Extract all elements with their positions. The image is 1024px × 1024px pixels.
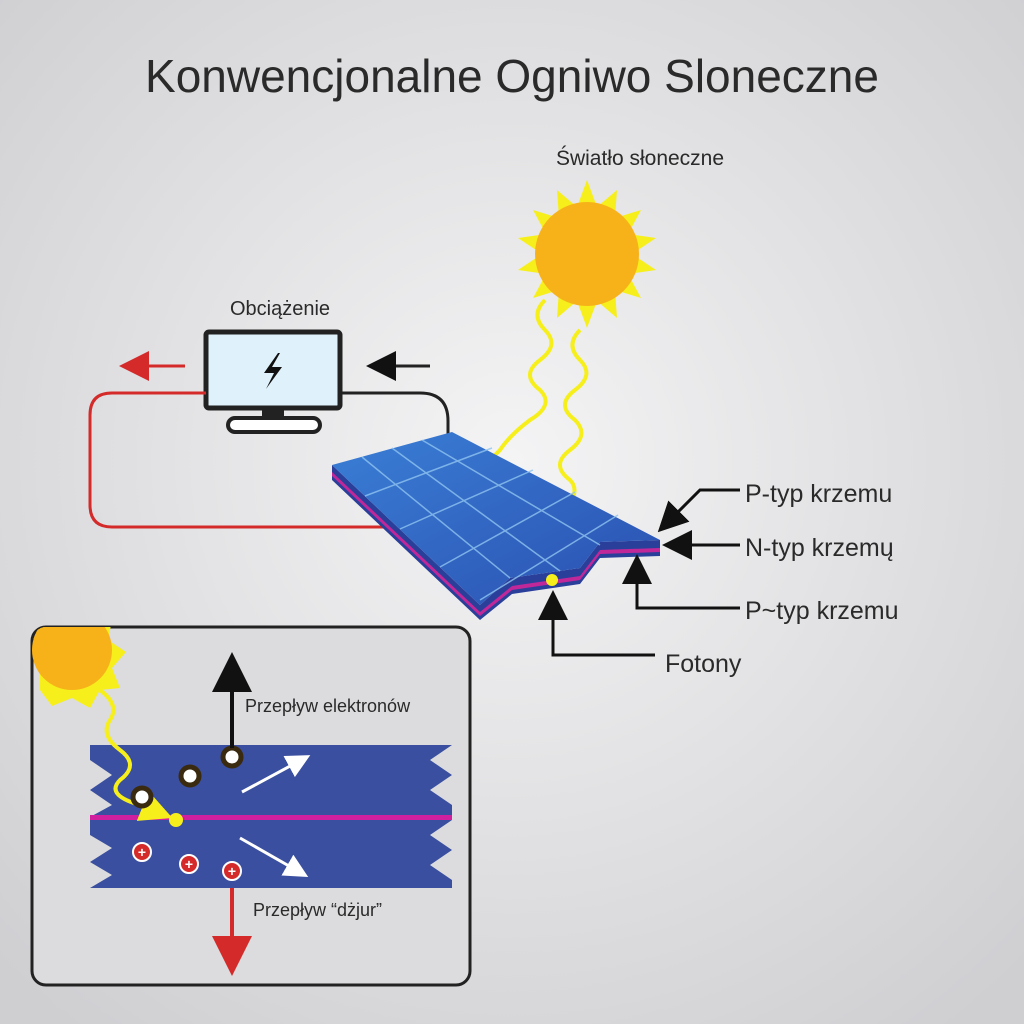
electron-flow-label: Przepływ elektronów <box>245 696 411 716</box>
electron-drift-arrow <box>241 755 311 794</box>
hole-flow-label: Przepływ “dżjur” <box>253 900 382 920</box>
black-wire <box>340 391 450 440</box>
n-layer <box>90 745 452 817</box>
sunlight-label: Światło słoneczne <box>556 146 724 170</box>
lightning-icon <box>264 353 282 389</box>
page-title: Konwencjonalne Ogniwo Sloneczne <box>145 50 879 102</box>
sun-icon <box>518 180 656 328</box>
svg-text:+: + <box>138 844 146 860</box>
p-type-top-label: P-typ krzemu <box>745 480 892 508</box>
solar-panel <box>332 432 660 620</box>
n-type-label: N-typ krzemų <box>745 534 894 562</box>
hole-drift-arrow <box>239 836 309 877</box>
photons-pointer <box>538 590 655 657</box>
inset-panel: + + + <box>30 625 472 987</box>
svg-text:+: + <box>185 856 193 872</box>
inset-sun-icon <box>32 627 126 708</box>
p-type-bottom-label: P~typ krzemu <box>745 597 899 625</box>
electron-icon <box>130 745 244 809</box>
photons-label: Fotony <box>665 650 742 678</box>
p-type-top-pointer <box>657 488 740 533</box>
svg-text:+: + <box>228 863 236 879</box>
inset-light-ray <box>98 688 173 821</box>
load-label: Obciążenie <box>230 298 330 320</box>
junction-line <box>90 815 452 820</box>
light-ray <box>454 298 554 496</box>
red-wire <box>88 391 385 529</box>
light-ray <box>543 328 589 531</box>
photon-spark-icon <box>546 574 558 586</box>
monitor-icon <box>203 329 343 434</box>
hole-icon: + + + <box>132 842 242 881</box>
p-type-bottom-pointer <box>622 554 740 610</box>
photon-spark-icon <box>169 813 183 827</box>
